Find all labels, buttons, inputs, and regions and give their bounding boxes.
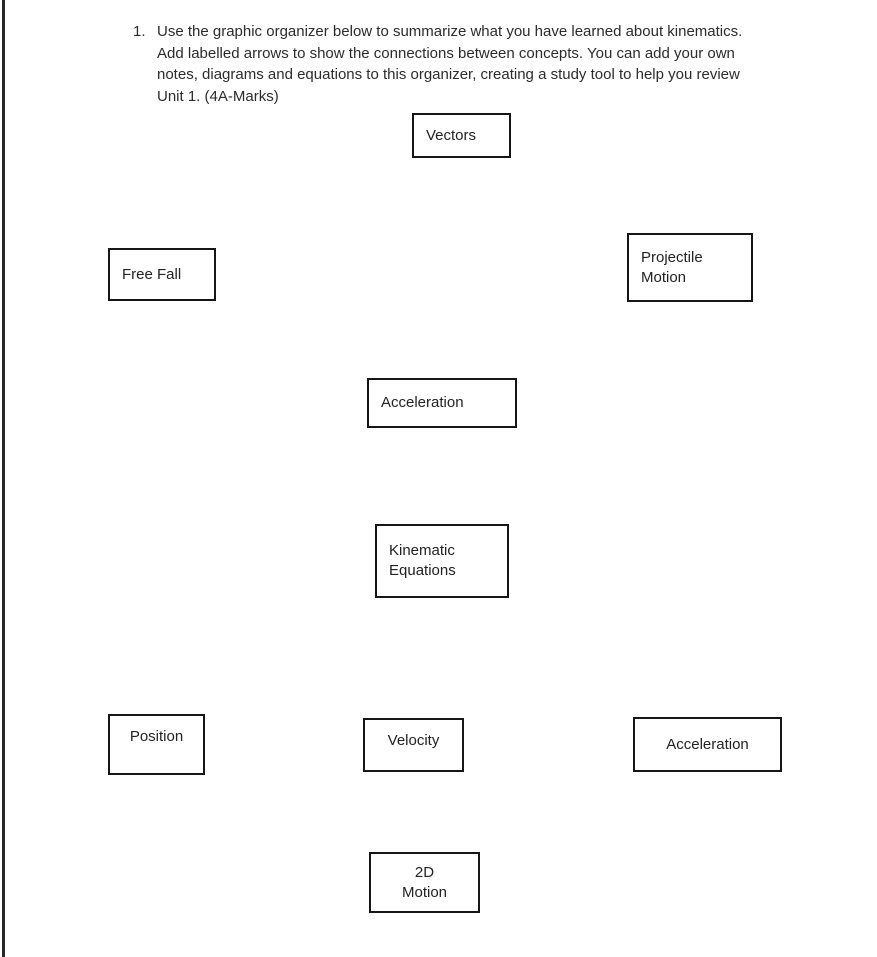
concept-box-projectile-motion: Projectile Motion xyxy=(627,233,753,302)
concept-box-label: 2D Motion xyxy=(401,863,448,901)
instruction-line: Unit 1. (4A-Marks) xyxy=(157,87,279,105)
instruction-text: Use the graphic organizer below to summa… xyxy=(157,21,742,107)
instruction-line: Add labelled arrows to show the connecti… xyxy=(157,44,735,62)
list-number: 1. xyxy=(133,23,146,40)
concept-box-2d-motion: 2D Motion xyxy=(369,852,480,913)
page-edge-line xyxy=(2,0,5,957)
concept-box-position: Position xyxy=(108,714,205,775)
concept-box-label: Vectors xyxy=(426,126,477,144)
instruction-list-item: 1. Use the graphic organizer below to su… xyxy=(133,21,742,107)
concept-box-label: Projectile Motion xyxy=(641,248,703,286)
concept-box-velocity: Velocity xyxy=(363,718,464,772)
concept-box-label: Acceleration xyxy=(666,735,749,753)
concept-box-label: Acceleration xyxy=(381,394,464,411)
instruction-line: Use the graphic organizer below to summa… xyxy=(157,23,743,40)
concept-box-vectors: Vectors xyxy=(412,113,511,158)
concept-box-label: Kinematic Equations xyxy=(389,542,456,579)
concept-box-acceleration-right: Acceleration xyxy=(633,717,782,772)
concept-box-label: Velocity xyxy=(387,732,440,749)
concept-box-label: Position xyxy=(129,728,184,745)
instruction-line: notes, diagrams and equations to this or… xyxy=(157,66,740,83)
concept-box-free-fall: Free Fall xyxy=(108,248,216,301)
concept-box-acceleration-center: Acceleration xyxy=(367,378,517,428)
concept-box-kinematic-equations: Kinematic Equations xyxy=(375,524,509,598)
concept-box-label: Free Fall xyxy=(122,265,182,283)
